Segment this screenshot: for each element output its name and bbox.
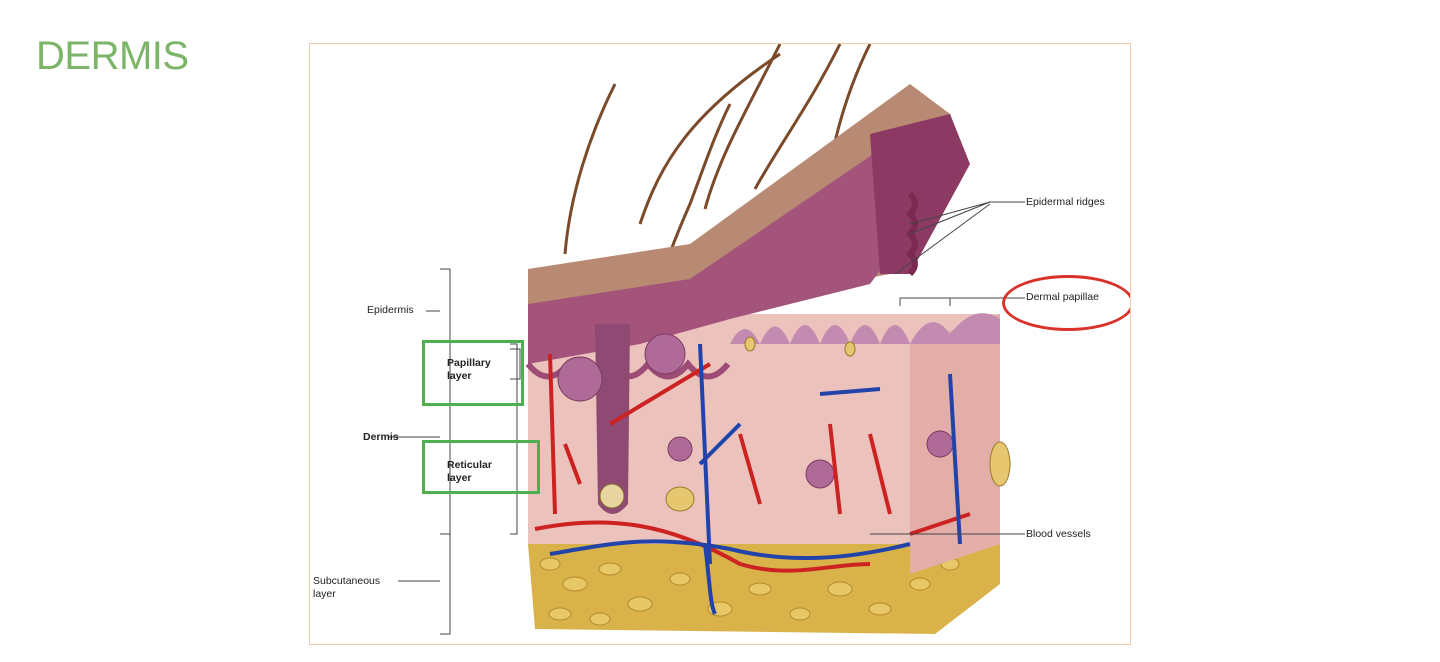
hair-follicle bbox=[595, 324, 630, 514]
label-epidermal-ridges: Epidermal ridges bbox=[1026, 196, 1105, 208]
label-reticular-layer: Reticular layer bbox=[447, 459, 492, 484]
veins bbox=[549, 343, 962, 615]
label-papillary-layer: Papillary layer bbox=[447, 357, 491, 382]
dermal-papillae bbox=[730, 313, 1000, 344]
label-dermis: Dermis bbox=[363, 431, 399, 443]
reticular-highlight-box bbox=[422, 440, 540, 494]
dermal-papillae-highlight-ellipse bbox=[1002, 275, 1130, 331]
leader-lines bbox=[388, 201, 1025, 635]
skin-diagram: Epidermal ridges Dermal papillae Blood v… bbox=[309, 43, 1131, 645]
arteries bbox=[534, 353, 971, 573]
skin-cross-section-illustration bbox=[388, 44, 1025, 635]
label-subcutaneous-layer: Subcutaneous layer bbox=[313, 575, 381, 600]
papillary-highlight-box bbox=[422, 340, 524, 406]
slide-title: DERMIS bbox=[36, 34, 189, 78]
label-epidermis: Epidermis bbox=[367, 304, 414, 316]
label-blood-vessels: Blood vessels bbox=[1026, 528, 1091, 540]
